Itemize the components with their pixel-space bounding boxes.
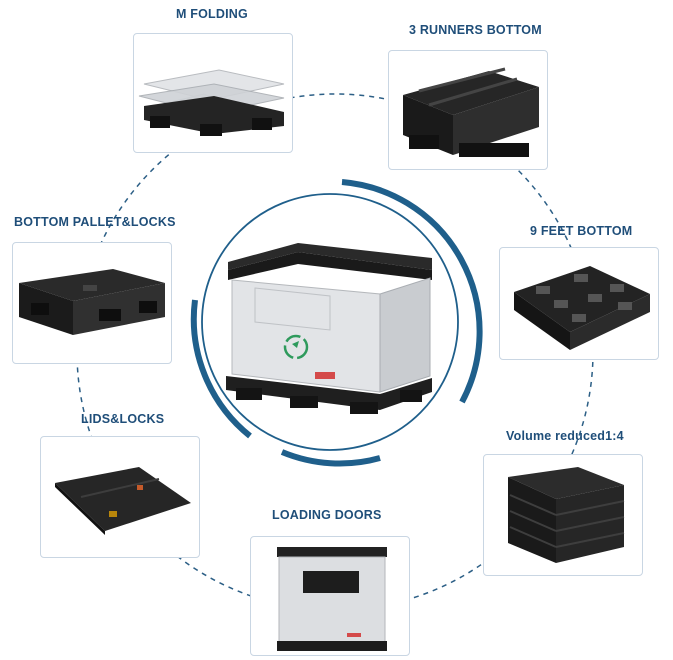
accent-arc-right [341, 179, 483, 404]
three-runners-image [403, 67, 539, 157]
card-lids-locks[interactable] [40, 436, 200, 558]
box-side-panel [379, 277, 431, 393]
card-loading-doors[interactable] [250, 536, 410, 656]
card-3-runners-bottom[interactable] [388, 50, 548, 170]
label-bottom-pallet-locks: BOTTOM PALLET&LOCKS [14, 215, 176, 229]
label-volume-reduced: Volume reduced1:4 [506, 429, 624, 443]
box-front-panel [231, 279, 381, 393]
nine-feet-image [514, 266, 650, 350]
label-9-feet-bottom: 9 FEET BOTTOM [530, 224, 633, 238]
card-bottom-pallet-locks[interactable] [12, 242, 172, 364]
lids-locks-image [55, 467, 191, 535]
box-pallet [226, 376, 432, 410]
loading-door [254, 287, 331, 331]
accent-arc-bottom [280, 449, 381, 467]
brand-mark [315, 372, 335, 379]
accent-arc-left [190, 299, 252, 439]
card-9-feet-bottom[interactable] [499, 247, 659, 360]
box-lid [228, 243, 432, 270]
m-folding-image [138, 69, 285, 136]
recycle-icon [283, 334, 309, 360]
loading-doors-image [277, 547, 387, 651]
card-volume-reduced[interactable] [483, 454, 643, 576]
label-m-folding: M FOLDING [176, 7, 248, 21]
label-lids-locks: LIDS&LOCKS [81, 412, 165, 426]
card-m-folding[interactable] [133, 33, 293, 153]
label-loading-doors: LOADING DOORS [272, 508, 382, 522]
label-3-runners-bottom: 3 RUNNERS BOTTOM [409, 23, 542, 37]
volume-reduced-image [508, 467, 625, 563]
bottom-pallet-image [19, 269, 165, 335]
